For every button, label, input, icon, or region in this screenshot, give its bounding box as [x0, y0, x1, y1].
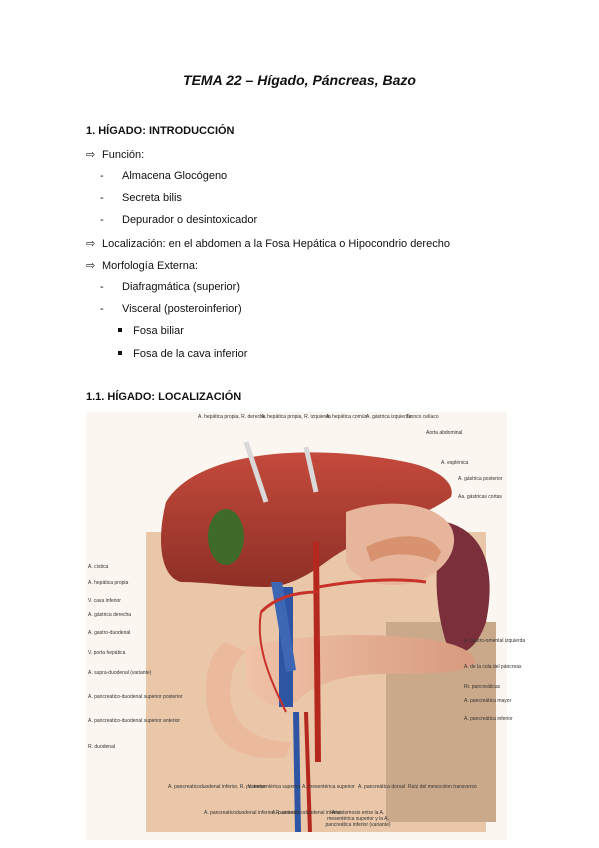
label-hepatica-propia-izquierda: A. hepática propia, R. izquierda	[261, 414, 331, 420]
label-gastrica-posterior: A. gástrica posterior	[458, 476, 503, 482]
label-gastrica-derecha: A. gástrica derecha	[88, 612, 132, 618]
dash-bullet-icon: -	[100, 281, 104, 293]
list-item-morfologia-2b: Fosa de la cava inferior	[118, 348, 247, 360]
list-item-funcion-1: - Almacena Glocógeno	[100, 170, 227, 182]
dash-bullet-icon: -	[100, 214, 104, 226]
list-item-funcion-2: - Secreta bilis	[100, 192, 182, 204]
label-pd-inf-anterior: A. pancreaticoduodenal inferior, R. ante…	[204, 810, 300, 816]
item-text: Función:	[102, 149, 145, 161]
label-mesenterica-superior-a: A. mesentérica superior	[302, 784, 355, 790]
label-raiz-mesocolon: Raíz del mesocolon transverso	[408, 784, 477, 790]
item-text: Localización: en el abdomen a la Fosa He…	[102, 238, 450, 250]
item-text: Almacena Glocógeno	[122, 170, 228, 182]
anatomy-figure: A. hepática propia, R. derecha A. hepáti…	[86, 412, 525, 840]
item-text: Fosa biliar	[133, 325, 184, 337]
item-text: Visceral (posteroinferior)	[122, 303, 242, 315]
list-item-morfologia-2a: Fosa biliar	[118, 325, 184, 337]
arrow-icon: ⇨	[86, 149, 96, 161]
label-pd-inferior: A. pancreaticoduodenal inferior	[272, 810, 342, 816]
list-item-localizacion: ⇨ Localización: en el abdomen a la Fosa H…	[86, 237, 450, 250]
label-hepatica-propia-derecha: A. hepática propia, R. derecha	[198, 414, 266, 420]
label-cola-pancreas: A. de la cola del páncreas	[464, 664, 522, 670]
square-bullet-icon	[118, 325, 127, 334]
label-hepatica-comun: A. hepática común	[326, 414, 368, 420]
label-gastroduodenal: A. gastro-duodenal	[88, 630, 131, 636]
label-mesenterica-superior-v: V. mesentérica superior	[248, 784, 301, 790]
list-item-morfologia-1: - Diafragmática (superior)	[100, 281, 240, 293]
label-rr-pancreaticas: Rr. pancreáticas	[464, 684, 501, 690]
dash-bullet-icon: -	[100, 192, 104, 204]
square-bullet-icon	[118, 348, 127, 357]
label-cava-inferior: V. cava inferior	[88, 598, 121, 604]
item-text: Morfología Externa:	[102, 260, 198, 272]
item-text: Secreta bilis	[122, 192, 182, 204]
label-gastricas-cortas: Aa. gástricas cortas	[458, 494, 502, 500]
section-heading-localizacion: 1.1. HÍGADO: LOCALIZACIÓN	[86, 391, 242, 403]
label-pancreatica-dorsal: A. pancreática dorsal	[358, 784, 405, 790]
label-gastro-omental-izq: A. gastro-omental izquierda	[464, 638, 526, 644]
label-cistica: A. cística	[88, 564, 109, 570]
label-pancreatica-inferior: A. pancreática inferior	[464, 716, 513, 722]
list-item-funcion-3: - Depurador o desintoxicador	[100, 214, 257, 226]
anatomy-illustration	[146, 441, 496, 833]
label-esplenica: A. esplénica	[441, 460, 469, 466]
label-pd-sup-posterior: A. pancreatico-duodenal superior posteri…	[88, 694, 183, 700]
label-supraduodenal: A. supra-duodenal (variante)	[88, 670, 152, 676]
label-duodenal: R. duodenal	[88, 744, 115, 750]
section-heading-introduccion: 1. HÍGADO: INTRODUCCIÓN	[86, 125, 235, 137]
label-pancreatica-mayor: A. pancreática mayor	[464, 698, 512, 704]
arrow-icon: ⇨	[86, 238, 96, 250]
arrow-icon: ⇨	[86, 260, 96, 272]
label-pd-sup-anterior: A. pancreatico-duodenal superior anterio…	[88, 718, 180, 724]
label-porta-hepatica: V. porta hepática	[88, 650, 126, 656]
label-pd-inf-posterior: A. pancreaticoduodenal inferior, R. post…	[168, 784, 266, 790]
dash-bullet-icon: -	[100, 303, 104, 315]
dash-bullet-icon: -	[100, 170, 104, 182]
document-title: TEMA 22 – Hígado, Páncreas, Bazo	[183, 72, 416, 88]
list-item-morfologia: ⇨ Morfología Externa:	[86, 259, 198, 272]
item-text: Depurador o desintoxicador	[122, 214, 258, 226]
label-anastomosis: Anastomosis entre la A. mesentérica supe…	[325, 810, 391, 828]
item-text: Fosa de la cava inferior	[133, 348, 248, 360]
item-text: Diafragmática (superior)	[122, 281, 240, 293]
list-item-funcion: ⇨ Función:	[86, 148, 144, 161]
label-tronco-celiaco: Tronco celíaco	[406, 414, 439, 420]
label-aorta-abdominal: Aorta abdominal	[426, 430, 463, 436]
label-gastrica-izquierda: A. gástrica izquierda	[366, 414, 412, 420]
label-hepatica-propia: A. hepática propia	[88, 580, 129, 586]
list-item-morfologia-2: - Visceral (posteroinferior)	[100, 303, 242, 315]
